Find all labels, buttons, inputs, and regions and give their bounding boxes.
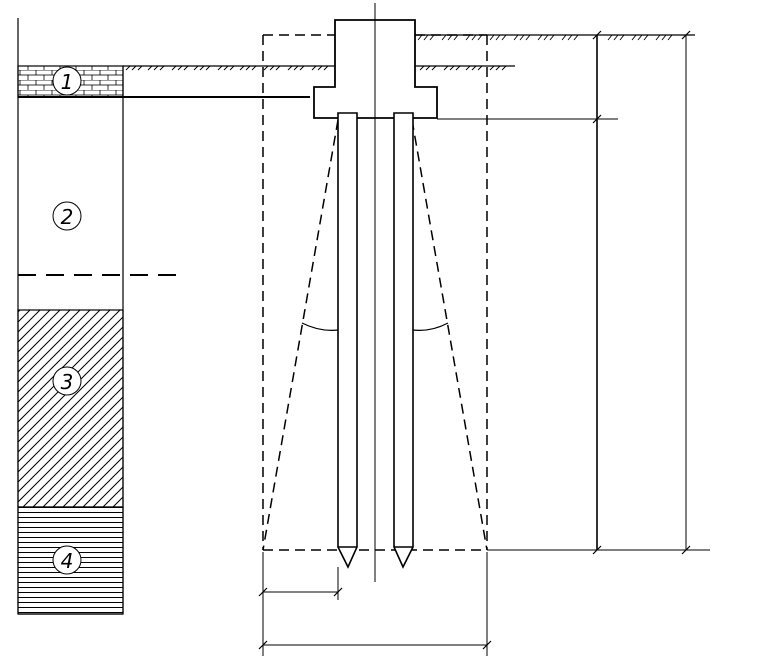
soil-layer-1: 1 — [17, 65, 124, 98]
layer-2-label: 2 — [61, 205, 74, 229]
layer-3-label: 3 — [61, 370, 74, 394]
diffusion-angle-arcs — [301, 322, 449, 331]
horizontal-dimensions — [258, 552, 492, 656]
vertical-dimensions — [437, 30, 710, 555]
layer-4-label: 4 — [61, 549, 74, 573]
pile-right — [393, 112, 414, 569]
soil-layer-2: 2 — [18, 96, 310, 231]
soil-layer-3: 3 — [17, 309, 124, 508]
soil-layer-4: 4 — [17, 506, 124, 615]
layer-1-label: 1 — [61, 70, 74, 94]
ground-surface — [123, 34, 695, 71]
pile-left — [337, 112, 358, 569]
